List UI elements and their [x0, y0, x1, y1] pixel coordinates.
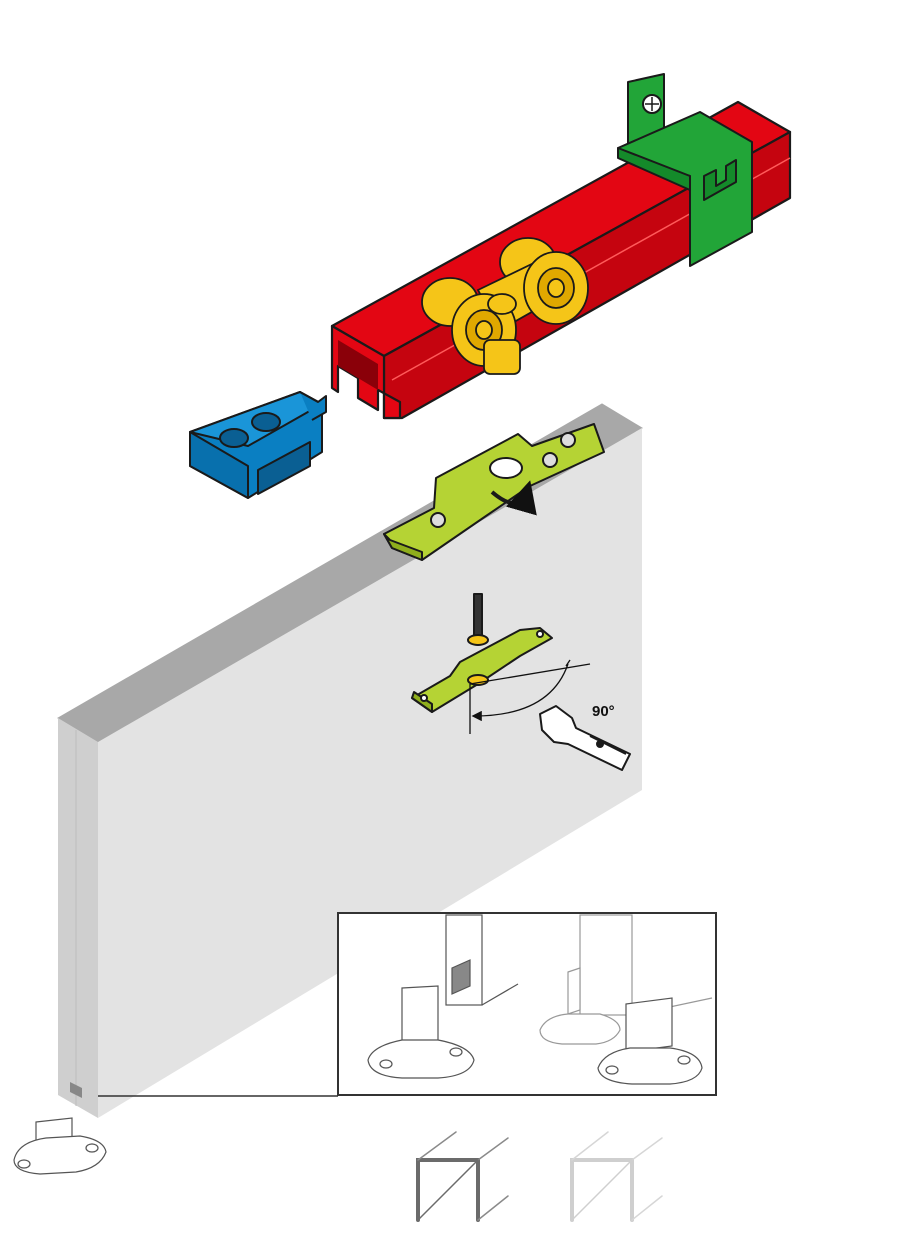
screw-icon: [542, 452, 558, 468]
yellow-trolley: [421, 237, 589, 375]
blue-end-stop: [189, 391, 327, 499]
guide-channel-profile-dark: [416, 1131, 509, 1222]
floor-guide: [13, 1117, 107, 1175]
screw-icon: [430, 512, 446, 528]
green-door-bracket: [383, 423, 605, 561]
rotation-angle-indicator: [469, 659, 591, 734]
adjusting-bracket-with-bolt: [411, 593, 553, 713]
angle-label: 90°: [592, 703, 615, 720]
green-wall-bracket: [617, 73, 753, 267]
door-side-edge: [58, 718, 98, 1118]
screw-icon: [560, 432, 576, 448]
floor-guide-detail-inset: [337, 912, 717, 1096]
door-face: [98, 428, 642, 1118]
guide-channel-profile-light: [570, 1131, 663, 1222]
wrench: [539, 705, 631, 771]
